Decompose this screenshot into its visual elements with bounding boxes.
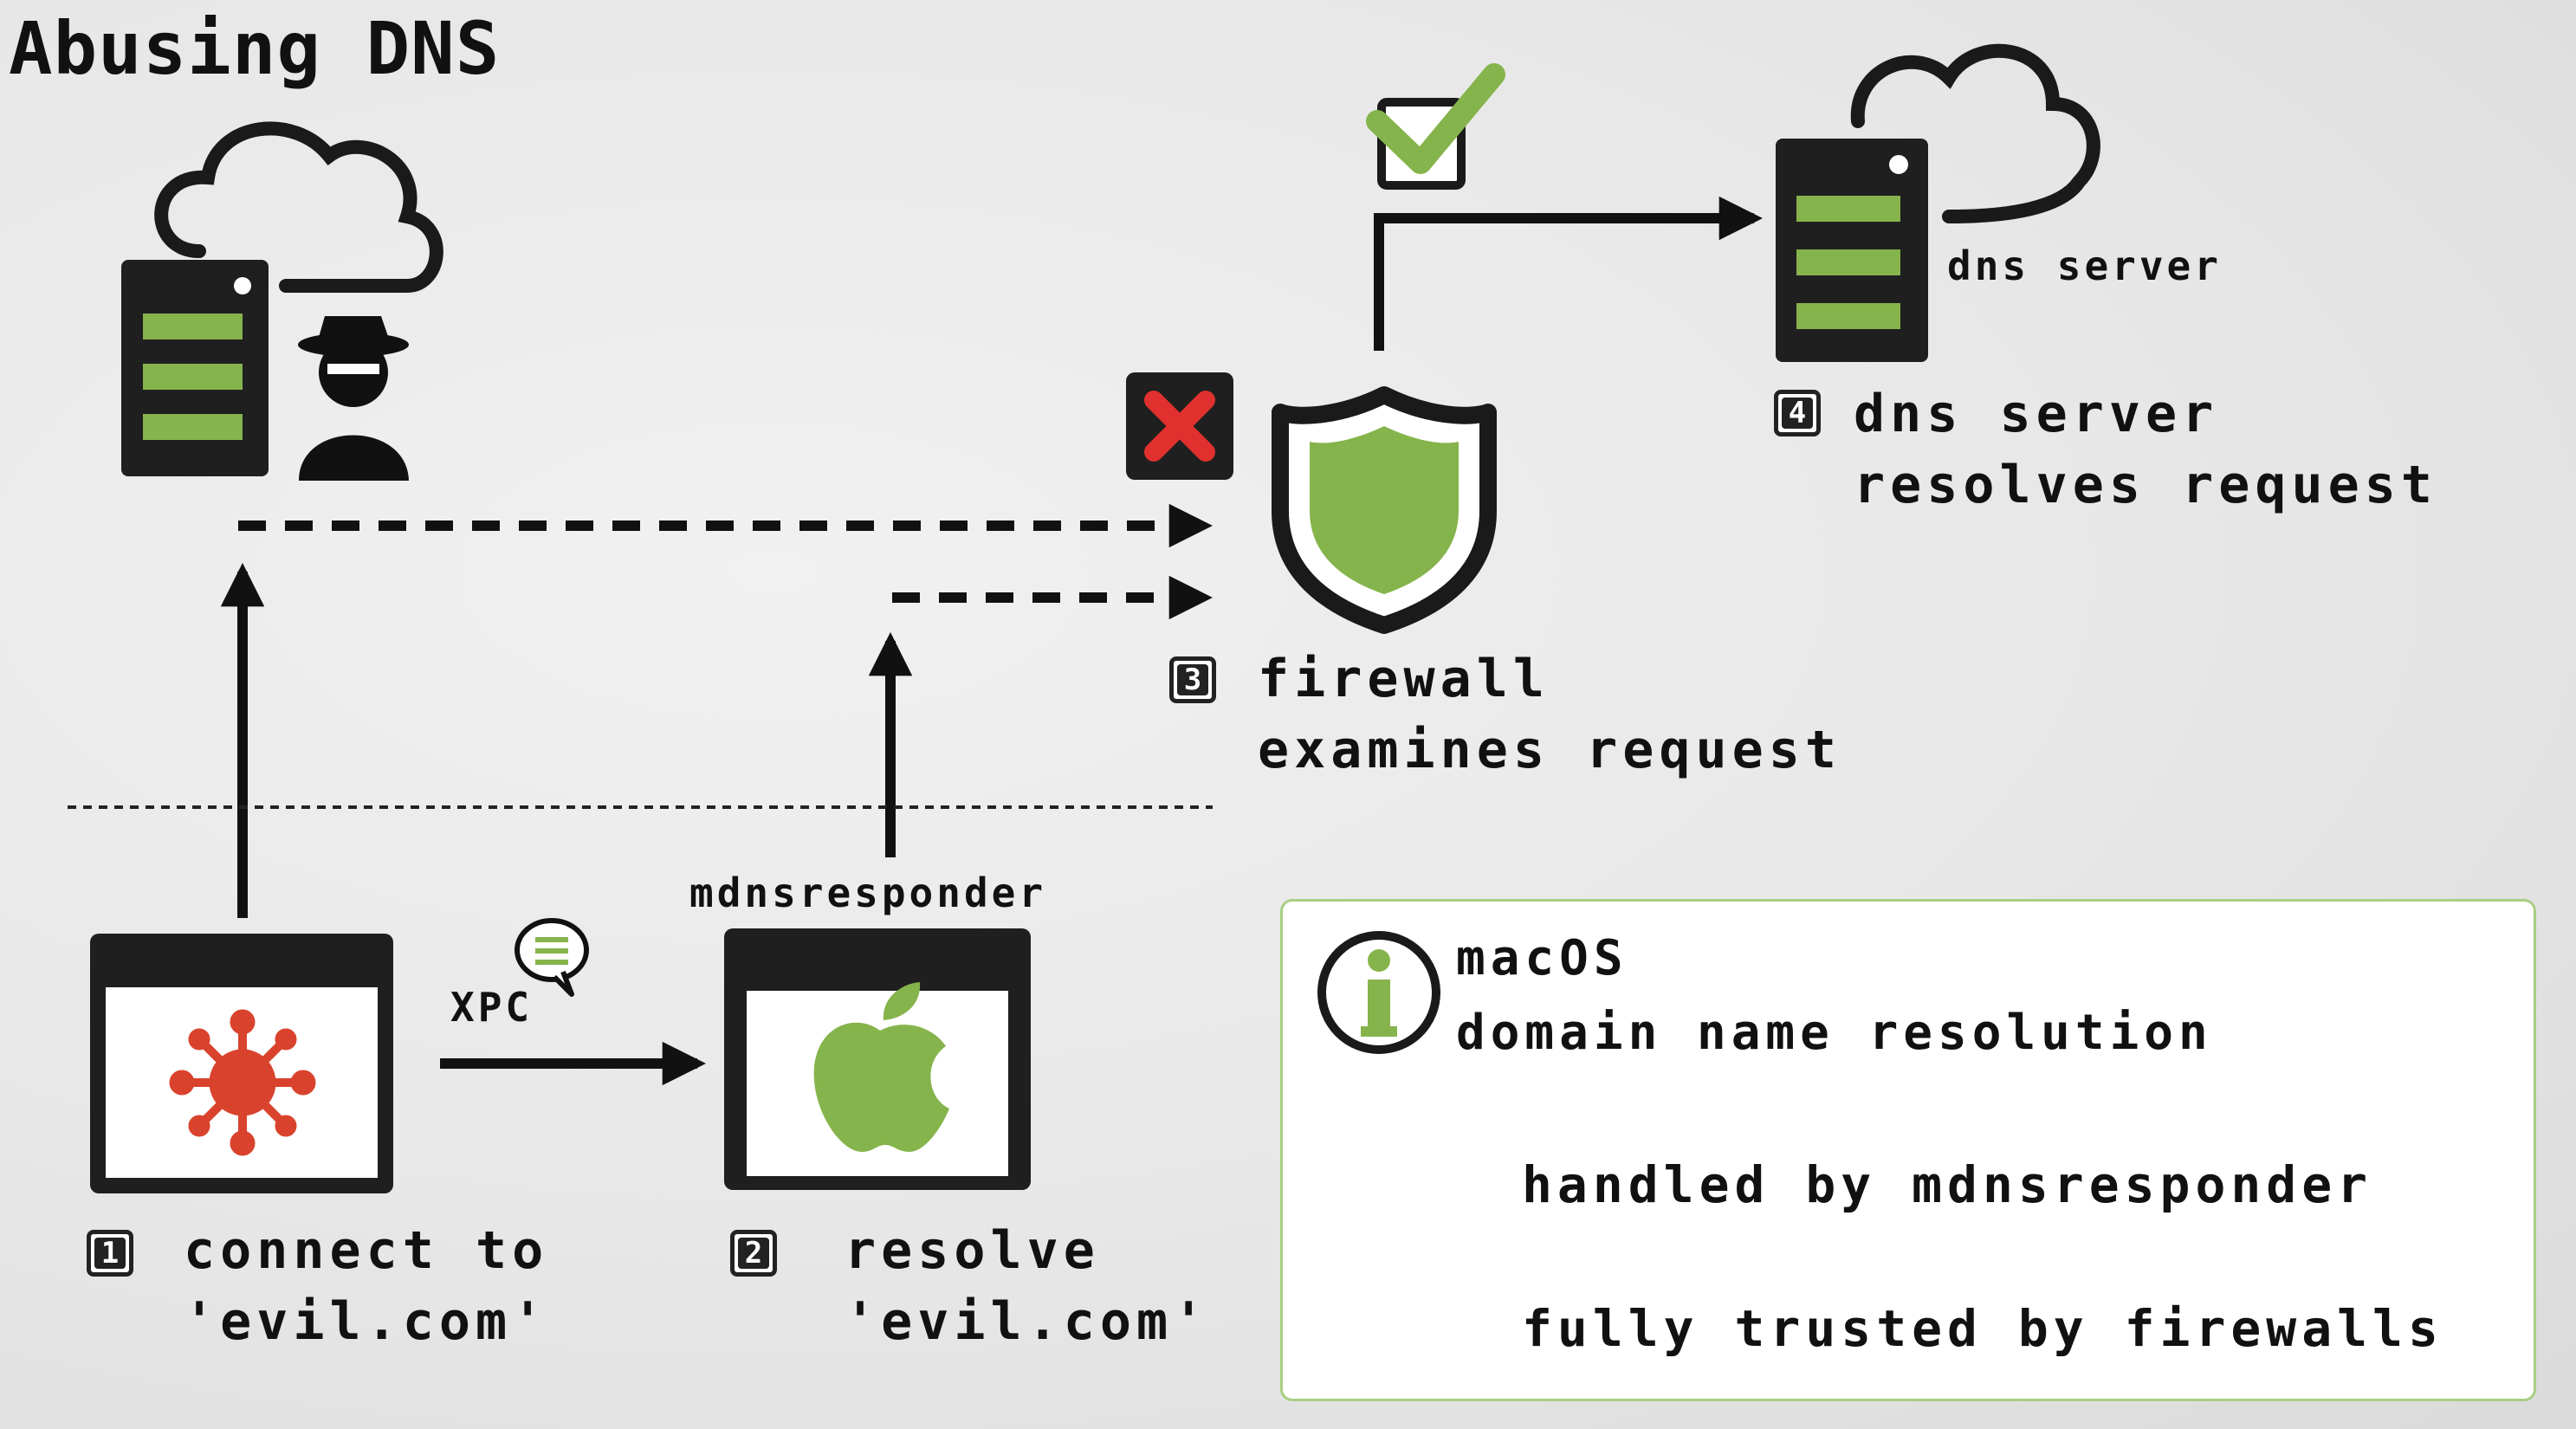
info-heading-2: domain name resolution: [1456, 1005, 2213, 1061]
info-point-2: fully trusted by firewalls: [1522, 1299, 2443, 1358]
page-title: Abusing DNS: [9, 6, 501, 91]
step-4-line-1: dns server: [1854, 384, 2219, 444]
dns-server-icon: [1776, 139, 1928, 362]
step-badge-1: 1: [87, 1230, 133, 1277]
info-heading-1: macOS: [1456, 930, 1628, 986]
step-2-line-2: 'evil.com': [845, 1291, 1210, 1352]
checkmark-icon: [1366, 63, 1505, 190]
shield-icon: [1272, 386, 1497, 634]
step-badge-4: 4: [1774, 390, 1821, 436]
speech-bubble-icon: [515, 918, 589, 997]
x-mark-icon: [1126, 372, 1233, 480]
dns-server-label: dns server: [1947, 242, 2222, 289]
attacker-server-icon: [121, 260, 269, 476]
step-1-line-2: 'evil.com': [184, 1291, 549, 1352]
mdnsresponder-label: mdnsresponder: [689, 870, 1047, 916]
allowed-arrow: [1374, 196, 1764, 351]
attacker-cloud-icon: [154, 121, 443, 293]
info-icon: [1317, 931, 1440, 1054]
step-badge-3: 3: [1169, 656, 1216, 703]
malware-icon: [169, 1009, 316, 1156]
step-3-line-1: firewall: [1258, 649, 1550, 709]
xpc-label: XPC: [450, 984, 534, 1031]
step-2-line-1: resolve: [845, 1220, 1100, 1281]
dns-cloud-icon: [1850, 43, 2100, 223]
step-1-line-1: connect to: [184, 1220, 549, 1281]
step-badge-2: 2: [730, 1230, 777, 1277]
hacker-icon: [298, 316, 409, 481]
step-4-line-2: resolves request: [1854, 455, 2437, 515]
step-3-line-2: examines request: [1258, 720, 1841, 780]
apple-icon: [813, 982, 949, 1152]
info-box: macOS domain name resolution handled by …: [1280, 899, 2536, 1401]
info-point-1: handled by mdnsresponder: [1522, 1155, 2373, 1214]
